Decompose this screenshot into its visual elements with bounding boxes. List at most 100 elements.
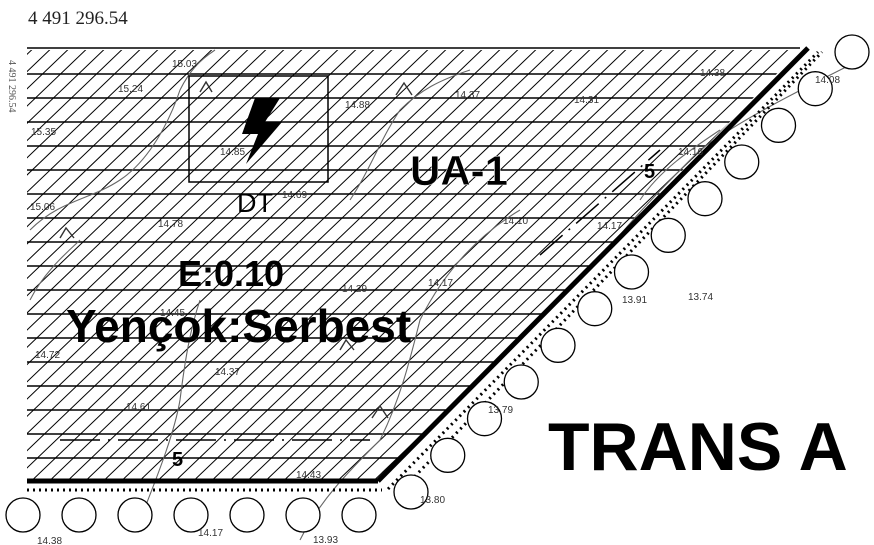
hatch-line [93,50,565,480]
tree-circle-marker [61,497,97,533]
tree-circle-marker [117,497,153,533]
hatch-line [255,50,727,480]
tree-circle-marker [834,34,870,70]
coordinate-side-label: 4 491 296.54 [6,60,17,113]
elevation-label: 14.61 [126,402,151,413]
elevation-label: 14.69 [282,190,307,201]
height-label: Yençok:Serbest [66,300,411,352]
tree-circle-marker [393,474,429,510]
hatch-line [27,50,475,480]
height-label-text: Yençok:Serbest [66,300,411,352]
hatch-line [27,50,421,480]
hatch-line [27,50,259,480]
hatch-line [27,50,115,480]
hatch-line [27,50,295,480]
hatch-line [75,50,547,480]
elevation-label: 14.38 [700,68,725,79]
hatch-line [27,50,187,480]
elevation-label: 13.80 [420,495,445,506]
coordinate-label: 4 491 296.54 [28,8,128,29]
tree-circle-marker [503,364,539,400]
elevation-label: 14.17 [597,221,622,232]
tree-circle-marker [687,181,723,217]
area-label: TRANS A [548,409,848,485]
hatch-line [27,50,151,480]
tree-circle-marker [5,497,41,533]
hatch-line [27,50,493,480]
hatch-line [27,50,313,480]
hatch-line [147,50,619,480]
hatch-line [39,50,511,480]
elevation-label: 15.03 [172,59,197,70]
transformer-box [188,75,329,183]
elevation-label: 14.37 [455,90,480,101]
hatch-line [27,50,241,480]
tree-circle-marker [650,217,686,253]
elevation-label: 14.43 [296,470,321,481]
hatch-line [27,50,367,480]
elevation-label: 14.88 [345,100,370,111]
elevation-label: 15.35 [31,127,56,138]
hatch-line [237,50,709,480]
elevation-label: 14.37 [215,367,240,378]
hatch-line [27,50,205,480]
elevation-label: 15.24 [118,84,143,95]
hatch-line [27,50,223,480]
tree-circle-marker [285,497,321,533]
hatch-line [27,50,277,480]
tree-circle-marker [341,497,377,533]
tree-circle-marker [540,327,576,363]
elevation-label: 14.31 [574,95,599,106]
hatch-line [27,50,439,480]
elevation-label: 14.85 [220,147,245,158]
elevation-label: 14.45 [160,308,185,319]
hatch-line [273,50,745,480]
triangle-survey-marker [59,80,413,419]
elevation-label: 14.29 [342,284,367,295]
hatch-line [27,50,385,480]
tree-circle-marker [724,144,760,180]
elevation-label: 14.10 [503,216,528,227]
elevation-labels: 15.03 15.24 14.88 14.37 14.31 14.38 14.0… [30,59,840,545]
transformer-label: DT [237,188,273,218]
elevation-label: 13.79 [488,405,513,416]
tree-circle-marker [613,254,650,290]
hatch-line [27,50,457,480]
elevation-label: 15.06 [30,202,55,213]
hatch-line [183,50,655,480]
hatch-line [111,50,583,480]
elevation-label: 14.16 [678,147,703,158]
hatch-line [27,50,349,480]
hatch-line [165,50,637,480]
hatch-line [129,50,601,480]
hatch-line [57,50,529,480]
tree-circle-marker [466,401,503,437]
hatch-line [327,50,799,480]
hatch-line [0,40,6,490]
setback-label-right: 5 [644,161,655,183]
hatch-line [868,40,874,490]
elevation-label: 14.17 [428,278,453,289]
hatch-line [850,40,874,490]
density-label: E:0.10 [178,253,284,294]
elevation-label: 13.91 [622,295,647,306]
elevation-label: 14.72 [35,350,60,361]
zone-code-label: UA-1 [410,147,508,194]
elevation-label: 13.74 [688,292,713,303]
hatch-line [291,50,763,480]
tree-circle-marker [760,107,797,143]
tree-circle-marker [797,71,833,107]
elevation-label: 14.08 [815,75,840,86]
elevation-label: 14.38 [37,536,62,545]
hatch-line [309,50,781,480]
tree-circle-marker [577,291,613,327]
tree-circle-marker [229,497,265,533]
transformer-lightning-icon [242,98,282,164]
tree-circle-marker [173,497,209,533]
tree-row [5,34,870,533]
elevation-label: 14.78 [158,219,183,230]
hatch-line [27,50,133,480]
elevation-label: 14.17 [198,528,223,539]
hatch-line [201,50,673,480]
